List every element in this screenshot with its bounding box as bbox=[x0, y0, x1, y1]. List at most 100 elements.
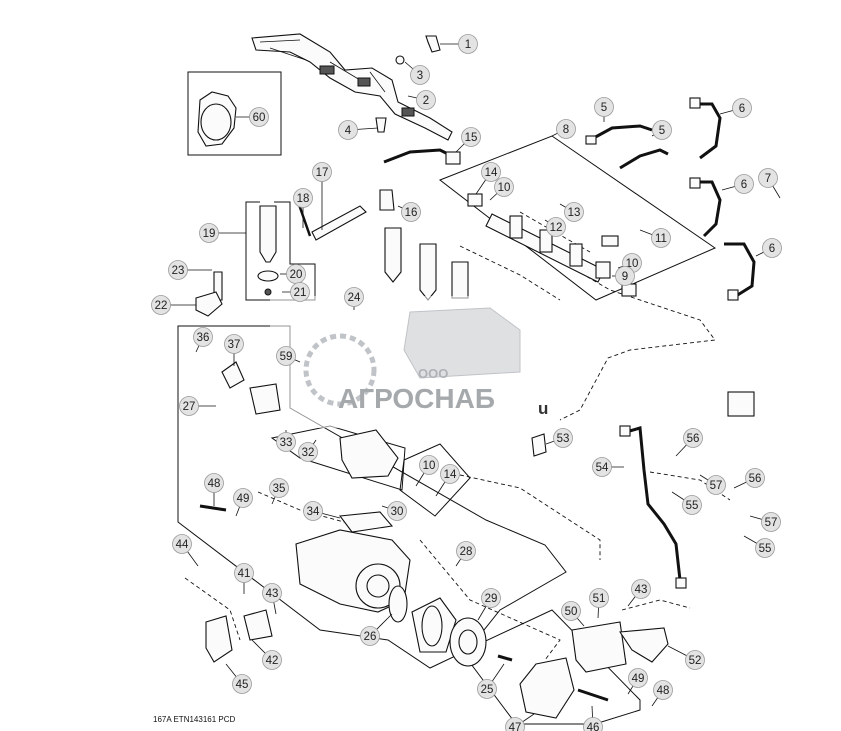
callout-number: 47 bbox=[509, 722, 522, 731]
callout-23: 23 bbox=[168, 260, 212, 280]
callout-bubble bbox=[594, 97, 614, 117]
callout-number: 3 bbox=[417, 70, 423, 82]
callout-60: 60 bbox=[236, 107, 269, 127]
callout-bubble bbox=[481, 162, 501, 182]
callout-bubble bbox=[682, 495, 702, 515]
callout-number: 35 bbox=[273, 483, 286, 495]
callout-10: 10 bbox=[489, 177, 514, 201]
callout-number: 6 bbox=[741, 179, 747, 191]
callout-bubble bbox=[458, 34, 478, 54]
watermark: ООО АГРОСНАБ bbox=[270, 296, 545, 428]
callout-34: 34 bbox=[303, 501, 341, 521]
callout-43: 43 bbox=[627, 579, 651, 607]
callout-number: 14 bbox=[485, 167, 498, 179]
callout-bubble bbox=[477, 679, 497, 699]
callout-48: 48 bbox=[651, 680, 673, 707]
callout-number: 24 bbox=[348, 292, 361, 304]
callout-number: 29 bbox=[485, 593, 498, 605]
callout-56: 56 bbox=[733, 468, 765, 489]
callout-bubble bbox=[360, 626, 380, 646]
callout-bubble bbox=[298, 442, 318, 462]
callout-bubble bbox=[293, 188, 313, 208]
callout-bubble bbox=[204, 473, 224, 493]
callout-bubble bbox=[262, 583, 282, 603]
callout-19: 19 bbox=[199, 223, 246, 243]
callout-bubble bbox=[168, 260, 188, 280]
dashed-connections bbox=[184, 211, 731, 661]
callout-bubble bbox=[589, 588, 609, 608]
callout-17: 17 bbox=[312, 162, 332, 230]
callout-bubble bbox=[706, 475, 726, 495]
callout-bubble bbox=[269, 478, 289, 498]
callout-number: 43 bbox=[635, 584, 648, 596]
callout-48: 48 bbox=[204, 473, 224, 506]
callout-14: 14 bbox=[475, 162, 501, 195]
callout-number: 53 bbox=[557, 433, 570, 445]
watermark-name: АГРОСНАБ bbox=[338, 383, 495, 414]
callout-number: 43 bbox=[266, 588, 279, 600]
callout-number: 59 bbox=[280, 351, 293, 363]
watermark-suffix: u bbox=[538, 399, 548, 418]
callout-bubble bbox=[461, 127, 481, 147]
callout-49: 49 bbox=[627, 668, 648, 695]
callout-bubble bbox=[249, 107, 269, 127]
callout-bubble bbox=[628, 668, 648, 688]
callout-number: 10 bbox=[498, 182, 511, 194]
callout-bubble bbox=[338, 120, 358, 140]
callout-number: 25 bbox=[481, 684, 494, 696]
callout-35: 35 bbox=[269, 478, 289, 505]
callout-45: 45 bbox=[225, 663, 252, 694]
callout-bubble bbox=[652, 120, 672, 140]
callout-bubble bbox=[224, 334, 244, 354]
callout-number: 2 bbox=[423, 95, 429, 107]
callout-number: 60 bbox=[253, 112, 266, 124]
callout-26: 26 bbox=[360, 613, 393, 646]
callout-15: 15 bbox=[455, 127, 481, 153]
callout-16: 16 bbox=[397, 202, 421, 222]
callout-number: 27 bbox=[183, 401, 196, 413]
callout-number: 33 bbox=[280, 437, 293, 449]
callout-bubble bbox=[762, 238, 782, 258]
callout-59: 59 bbox=[276, 346, 301, 366]
callout-number: 45 bbox=[236, 679, 249, 691]
callout-10: 10 bbox=[415, 455, 439, 487]
callout-4: 4 bbox=[338, 120, 379, 140]
callout-bubble bbox=[276, 346, 296, 366]
callout-number: 36 bbox=[197, 332, 210, 344]
gasket-60 bbox=[197, 91, 237, 147]
callout-25: 25 bbox=[477, 663, 505, 699]
callout-bubble bbox=[615, 266, 635, 286]
callout-number: 49 bbox=[632, 673, 645, 685]
callout-number: 9 bbox=[622, 271, 628, 283]
callout-number: 34 bbox=[307, 506, 320, 518]
callout-number: 51 bbox=[593, 593, 606, 605]
callout-bubble bbox=[193, 327, 213, 347]
callout-bubble bbox=[556, 119, 576, 139]
callout-20: 20 bbox=[280, 264, 306, 284]
callout-number: 5 bbox=[601, 102, 607, 114]
callout-number: 5 bbox=[659, 125, 665, 137]
callout-29: 29 bbox=[477, 588, 501, 621]
callout-53: 53 bbox=[545, 428, 573, 448]
callout-bubble bbox=[583, 717, 603, 731]
callout-number: 1 bbox=[465, 39, 471, 51]
callout-7: 7 bbox=[758, 168, 781, 199]
callout-bubble bbox=[172, 534, 192, 554]
callout-number: 56 bbox=[687, 433, 700, 445]
callout-bubble bbox=[494, 177, 514, 197]
callout-bubble bbox=[262, 650, 282, 670]
callout-bubble bbox=[456, 541, 476, 561]
callout-50: 50 bbox=[561, 601, 585, 627]
callout-number: 7 bbox=[765, 173, 771, 185]
callout-22: 22 bbox=[151, 295, 196, 315]
callout-bubble bbox=[561, 601, 581, 621]
callout-bubble bbox=[199, 223, 219, 243]
callout-number: 8 bbox=[563, 124, 569, 136]
callout-21: 21 bbox=[282, 282, 310, 302]
callout-bubble bbox=[179, 396, 199, 416]
callout-bubble bbox=[419, 455, 439, 475]
callout-number: 56 bbox=[749, 473, 762, 485]
callout-bubble bbox=[481, 588, 501, 608]
callout-bubble bbox=[151, 295, 171, 315]
callout-bubble bbox=[312, 162, 332, 182]
